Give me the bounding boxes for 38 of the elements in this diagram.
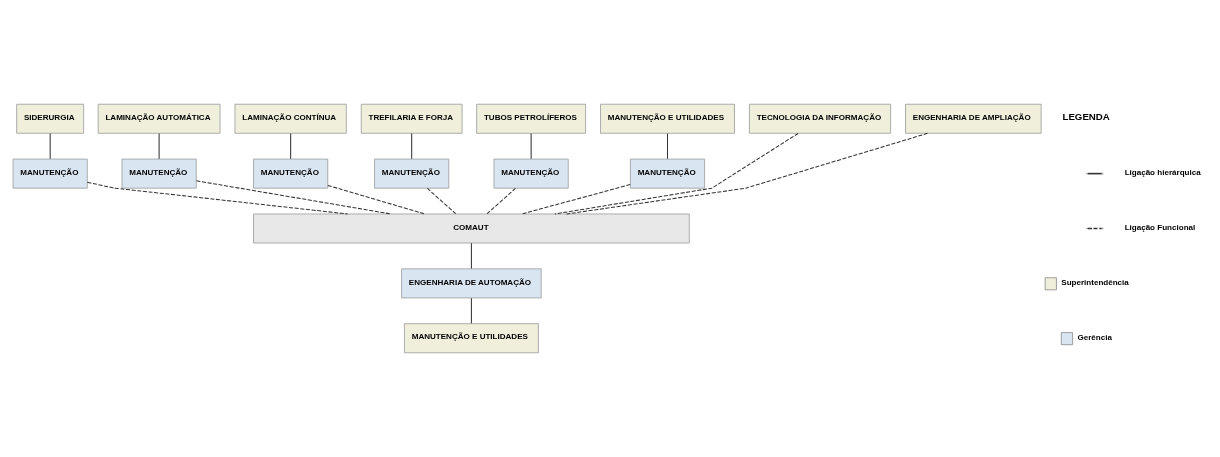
node-box: MANUTENÇÃO [629, 158, 706, 189]
connector [195, 180, 392, 215]
legend-label: Gerência [1077, 332, 1112, 342]
node-box: TECNOLOGIA DA INFORMAÇÃO [749, 103, 892, 134]
node-box: LAMINAÇÃO AUTOMÁTICA [97, 103, 221, 134]
node-box: MANUTENÇÃO E UTILIDADES [600, 103, 735, 134]
connector [554, 132, 799, 215]
connector [470, 242, 472, 269]
node-box: MANUTENÇÃO [374, 158, 450, 189]
node-box: ENGENHARIA DE AMPLIAÇÃO [905, 103, 1042, 134]
label: LEGENDA [1062, 111, 1110, 123]
connector [49, 133, 51, 160]
legend-label: Superintendência [1061, 277, 1129, 287]
legend-label: Ligação hierárquica [1124, 167, 1201, 177]
node-box: MANUTENÇÃO E UTILIDADES [404, 323, 539, 354]
node-box: MANUTENÇÃO [253, 158, 329, 189]
legend-label: Ligação Funcional [1124, 222, 1196, 232]
connector [521, 184, 631, 215]
node-box: ENGENHARIA DE AUTOMAÇÃO [401, 268, 542, 299]
connector [426, 187, 457, 215]
connector [158, 133, 160, 160]
node-box: MANUTENÇÃO [121, 158, 197, 189]
connector [530, 133, 532, 160]
connector [411, 133, 413, 160]
connector [666, 133, 669, 160]
node-box: COMAUT [253, 213, 690, 244]
node-box: LAMINAÇÃO CONTÍNUA [234, 103, 347, 134]
connector [327, 184, 426, 215]
connector [486, 187, 516, 215]
connector [470, 297, 472, 324]
node-box: MANUTENÇÃO [12, 158, 88, 189]
connector [566, 132, 929, 215]
connector [86, 181, 349, 215]
node-box: SIDERURGIA [16, 103, 85, 134]
node-box: TREFILARIA E FORJA [360, 103, 463, 134]
node-box: TUBOS PETROLÍFEROS [476, 103, 586, 134]
node-box: MANUTENÇÃO [493, 158, 569, 189]
connector [290, 133, 292, 160]
